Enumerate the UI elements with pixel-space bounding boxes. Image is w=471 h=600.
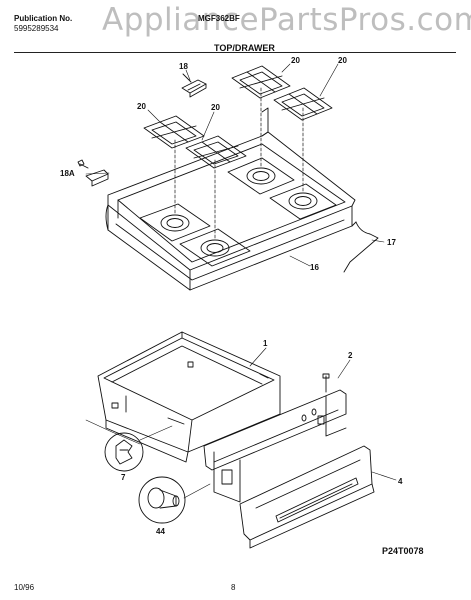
cooktop-assembly — [105, 107, 356, 291]
burner-pan-rear-left — [227, 157, 295, 195]
callout-7: 7 — [121, 473, 126, 482]
footer-date: 10/96 — [14, 583, 35, 592]
footer-page-number: 8 — [231, 583, 236, 592]
roller-part-44-inset — [138, 476, 211, 524]
callout-2: 2 — [348, 351, 353, 360]
drawer-body-1 — [97, 331, 281, 463]
callout-1: 1 — [263, 339, 268, 348]
model-number: MGF362BF — [198, 14, 240, 23]
drawer-panel-2 — [203, 373, 347, 503]
callout-17: 17 — [387, 238, 396, 247]
bracket-18a — [77, 159, 109, 187]
grate-front-left — [143, 115, 205, 149]
callout-44: 44 — [156, 527, 165, 536]
callout-20-c: 20 — [137, 102, 146, 111]
callout-16: 16 — [310, 263, 319, 272]
callout-20-b: 20 — [338, 56, 347, 65]
drawer-front-4 — [239, 445, 375, 549]
burner-pan-front-left — [139, 203, 211, 242]
callout-18: 18 — [179, 62, 188, 71]
callout-4: 4 — [398, 477, 403, 486]
clip-part-7-inset — [85, 419, 173, 472]
burner-pan-rear-right — [269, 183, 337, 220]
callout-labels: 18 18A 20 20 20 20 17 16 1 2 4 7 44 — [60, 56, 403, 536]
figure-code: P24T0078 — [382, 546, 424, 556]
callout-20-a: 20 — [291, 56, 300, 65]
watermark-text: AppliancePartsPros.com — [102, 2, 471, 38]
support-rod-17 — [343, 221, 379, 273]
leader-lines-drawer — [249, 347, 397, 481]
grate-front-right — [185, 135, 247, 169]
section-title: TOP/DRAWER — [214, 43, 275, 53]
callout-18a: 18A — [60, 169, 75, 178]
burner-pan-front-right — [179, 228, 251, 267]
publication-label: Publication No. — [14, 14, 73, 23]
grate-rear-right — [273, 87, 333, 121]
cooktop-surface — [107, 131, 356, 271]
grate-rear-left — [231, 65, 291, 99]
hinge-bracket-18 — [181, 73, 207, 98]
alignment-lines — [174, 87, 304, 241]
leader-lines-top — [85, 63, 385, 267]
publication-number: 5995289534 — [14, 24, 59, 33]
title-rule — [14, 52, 456, 53]
callout-20-d: 20 — [211, 103, 220, 112]
